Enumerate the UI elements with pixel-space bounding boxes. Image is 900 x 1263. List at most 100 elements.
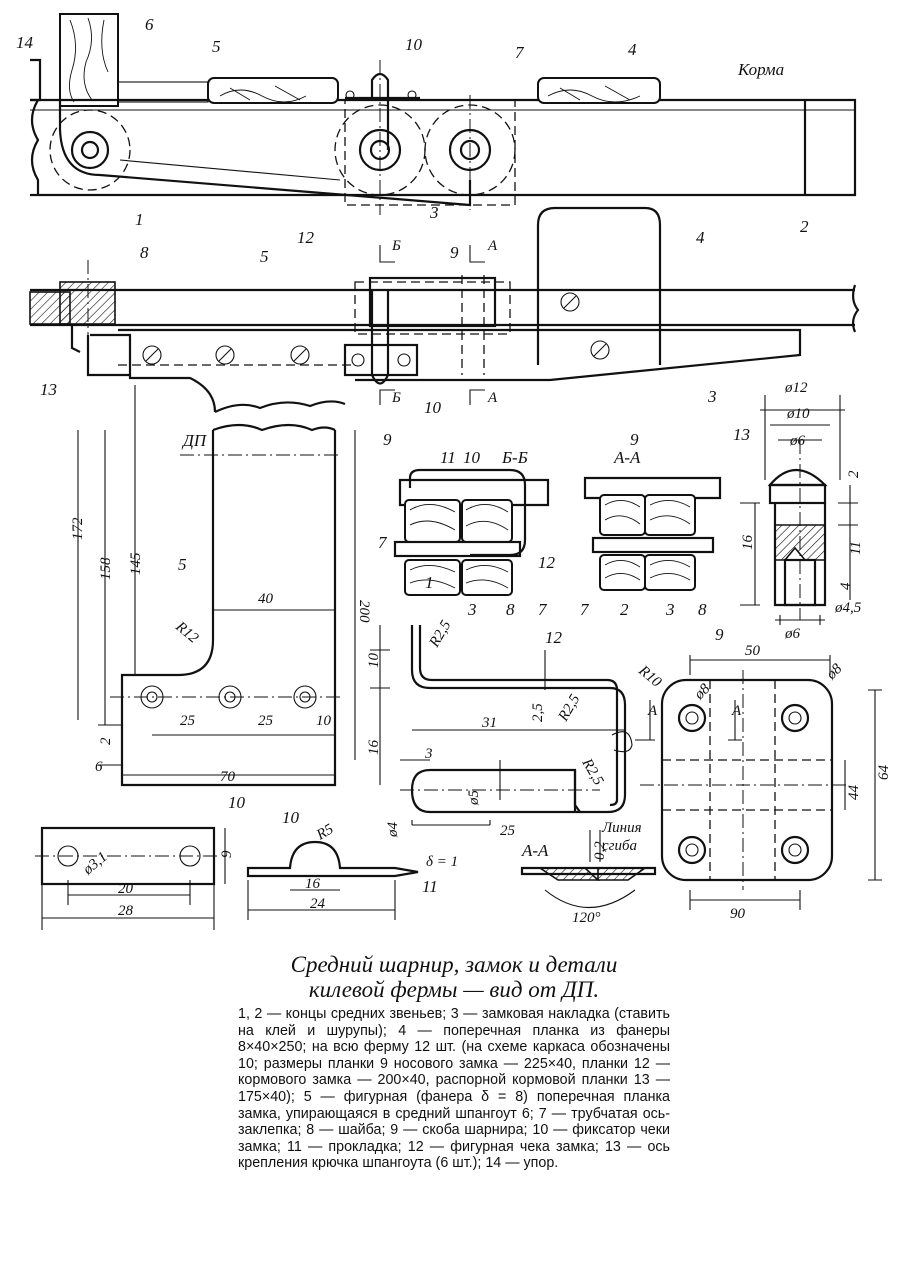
plate-4-right <box>537 77 661 104</box>
caption-title: Средний шарнир, замок и детали килевой ф… <box>238 952 670 1002</box>
part-10-bb: 10 <box>463 448 481 467</box>
part-10: 10 <box>405 35 423 54</box>
part-7-bb-left: 7 <box>378 533 388 552</box>
dim-delta: δ = 1 <box>426 854 458 870</box>
part-5-plan: 5 <box>260 247 269 266</box>
caption-legend: 1, 2 — концы средних звеньев; 3 — замков… <box>238 1006 670 1172</box>
dim-phi3-1: ø3,1 <box>80 849 111 879</box>
part-2-aa: 2 <box>620 600 629 619</box>
dim-phi10: ø10 <box>786 406 810 422</box>
dim-120deg: 120° <box>572 910 601 926</box>
dim-r12: R12 <box>172 618 202 647</box>
dim-6: 6 <box>95 759 103 775</box>
section-aa-small-title: А-А <box>521 841 549 860</box>
cut-a-top: А <box>487 238 498 254</box>
part-10-profile: 10 <box>282 808 300 827</box>
dim-r10: R10 <box>635 662 665 691</box>
dim-90: 90 <box>730 906 746 922</box>
part-3-bb: 3 <box>467 600 477 619</box>
dim-28: 28 <box>118 903 134 919</box>
dim-20: 20 <box>118 881 134 897</box>
dim-31: 31 <box>481 715 497 731</box>
detail-10-plate <box>35 826 226 930</box>
cut-b-bottom: Б <box>391 390 401 406</box>
dim-r25b: R2,5 <box>555 691 584 724</box>
part-8-bb: 8 <box>506 600 515 619</box>
section-aa-small <box>520 830 657 908</box>
part-7-bb-right: 7 <box>538 600 548 619</box>
detail-9-bracket <box>635 655 882 910</box>
dim-0-2: 0,2 <box>592 841 608 860</box>
part-9-aa: 9 <box>630 430 639 449</box>
dim-25a: 25 <box>180 713 196 729</box>
part-3-plan: 3 <box>707 387 717 406</box>
part-5: 5 <box>212 37 221 56</box>
dim-25d: 25 <box>500 823 516 839</box>
section-aa <box>583 476 722 591</box>
dim-25b: 25 <box>258 713 274 729</box>
dim-16: 16 <box>366 740 382 756</box>
dim-16b: 16 <box>740 535 756 551</box>
dim-64: 64 <box>876 765 892 781</box>
dim-phi12: ø12 <box>784 380 808 396</box>
part-13-detail: 13 <box>733 425 750 444</box>
dim-phi6b: ø6 <box>784 626 801 642</box>
dim-3: 3 <box>424 746 433 762</box>
dim-16c: 16 <box>305 876 321 892</box>
dim-2-5: 2,5 <box>530 703 546 722</box>
dim-158: 158 <box>98 557 114 580</box>
part-10-plan: 10 <box>424 398 442 417</box>
part-12-bb: 12 <box>538 553 556 572</box>
detail-13-rivet <box>740 395 858 625</box>
part-12-detail: 12 <box>545 628 563 647</box>
dim-phi4-5: ø4,5 <box>834 600 862 616</box>
dim-2b: 2 <box>846 470 862 478</box>
part-4: 4 <box>628 40 637 59</box>
part-9-detail: 9 <box>715 625 724 644</box>
detail-10-profile <box>246 840 419 920</box>
dim-10a: 10 <box>316 713 332 729</box>
dim-70: 70 <box>220 769 236 785</box>
section-aa-title: А-А <box>613 448 641 467</box>
technical-drawing: Корма ДП Б-Б А-А А-А Линия сгиба А А Б Б… <box>16 13 892 930</box>
part-11-bb: 11 <box>440 448 456 467</box>
drawing-labels: Корма ДП Б-Б А-А А-А Линия сгиба А А Б Б… <box>16 15 892 926</box>
dim-phi4: ø4 <box>385 822 401 839</box>
dim-44: 44 <box>846 785 862 801</box>
part-10-detail: 10 <box>228 793 246 812</box>
part-1-bb: 1 <box>425 573 434 592</box>
detail-12-pin <box>370 625 633 826</box>
stern-label: Корма <box>737 60 784 79</box>
dim-phi8b: ø8 <box>823 661 846 684</box>
part-2: 2 <box>800 217 809 236</box>
plan-view <box>29 206 860 413</box>
section-bb-title: Б-Б <box>501 448 528 467</box>
bend-line-label-1: Линия <box>601 820 642 836</box>
cut-b-top: Б <box>391 238 401 254</box>
part-3: 3 <box>429 203 439 222</box>
part-14: 14 <box>16 33 34 52</box>
dim-9: 9 <box>219 850 235 858</box>
part-7-aa: 7 <box>580 600 590 619</box>
side-elevation-view <box>30 13 857 215</box>
part-13: 13 <box>40 380 57 399</box>
part-8: 8 <box>140 243 149 262</box>
figure-caption: Средний шарнир, замок и детали килевой ф… <box>238 952 670 1172</box>
dim-r25c: R2,5 <box>578 755 607 788</box>
center-plane-label: ДП <box>181 431 208 450</box>
dim-145: 145 <box>128 552 144 575</box>
dim-50: 50 <box>745 643 761 659</box>
dim-40: 40 <box>258 591 274 607</box>
plate-4-left <box>207 77 339 104</box>
detail-5-plate <box>77 385 356 787</box>
dim-2: 2 <box>98 737 114 745</box>
dim-24: 24 <box>310 896 326 912</box>
bend-line-label-2: сгиба <box>602 838 637 854</box>
part-6: 6 <box>145 15 154 34</box>
dim-10b: 10 <box>366 653 382 669</box>
part-8-aa: 8 <box>698 600 707 619</box>
caption-title-line-2: килевой фермы — вид от ДП. <box>308 977 600 1002</box>
dim-r25a: R2,5 <box>426 617 455 650</box>
frame-6-wood <box>59 13 119 107</box>
cut-a-right: А <box>731 703 742 719</box>
